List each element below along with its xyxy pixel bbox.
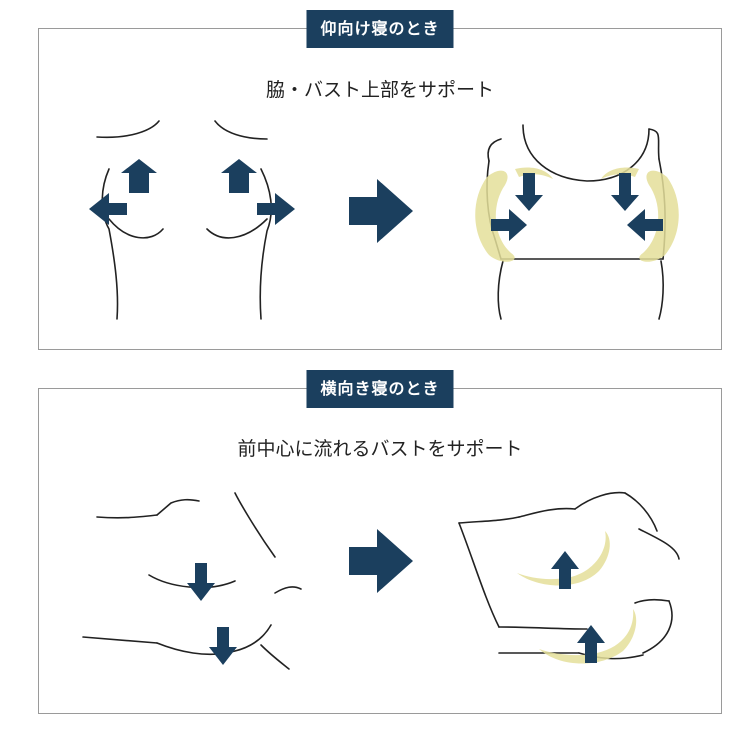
side-bust-after	[458, 491, 680, 660]
supine-illustration	[89, 120, 679, 320]
supine-bust-before	[96, 120, 273, 320]
arrow-up-icon	[577, 625, 605, 663]
crescent-highlight-icon	[475, 170, 515, 262]
arrow-down-icon	[611, 173, 639, 211]
side-bust-before	[82, 492, 302, 670]
crescent-highlight-icon	[639, 170, 679, 262]
supine-support-highlights	[475, 167, 679, 262]
side-tag: 横向き寝のとき	[306, 370, 454, 408]
supine-subtitle: 脇・バスト上部をサポート	[265, 79, 494, 101]
arrow-down-icon	[209, 627, 237, 665]
side-illustration	[82, 491, 680, 670]
arrow-down-icon	[515, 173, 543, 211]
side-arrows-before	[187, 563, 237, 665]
supine-arrows-after	[491, 173, 663, 241]
crescent-highlight-icon	[517, 531, 610, 586]
side-arrows-after	[551, 551, 605, 663]
arrow-up-icon	[221, 159, 257, 193]
crescent-highlight-icon	[539, 609, 637, 664]
supine-section: 仰向け寝のとき 脇・バスト上部をサポート	[38, 10, 722, 350]
supine-arrows-before	[89, 159, 295, 225]
side-support-highlights	[517, 531, 637, 664]
supine-tag: 仰向け寝のとき	[306, 10, 454, 48]
transition-arrow-icon	[349, 179, 413, 243]
arrow-up-icon	[551, 551, 579, 589]
side-subtitle: 前中心に流れるバストをサポート	[237, 438, 523, 460]
side-section: 横向き寝のとき 前中心に流れるバストをサポート	[38, 370, 722, 714]
arrow-right-icon	[491, 209, 527, 241]
arrow-left-icon	[89, 193, 127, 225]
arrow-right-icon	[257, 193, 295, 225]
arrow-down-icon	[187, 563, 215, 601]
transition-arrow-icon	[349, 529, 413, 593]
arrow-up-icon	[121, 159, 157, 193]
arrow-left-icon	[627, 209, 663, 241]
